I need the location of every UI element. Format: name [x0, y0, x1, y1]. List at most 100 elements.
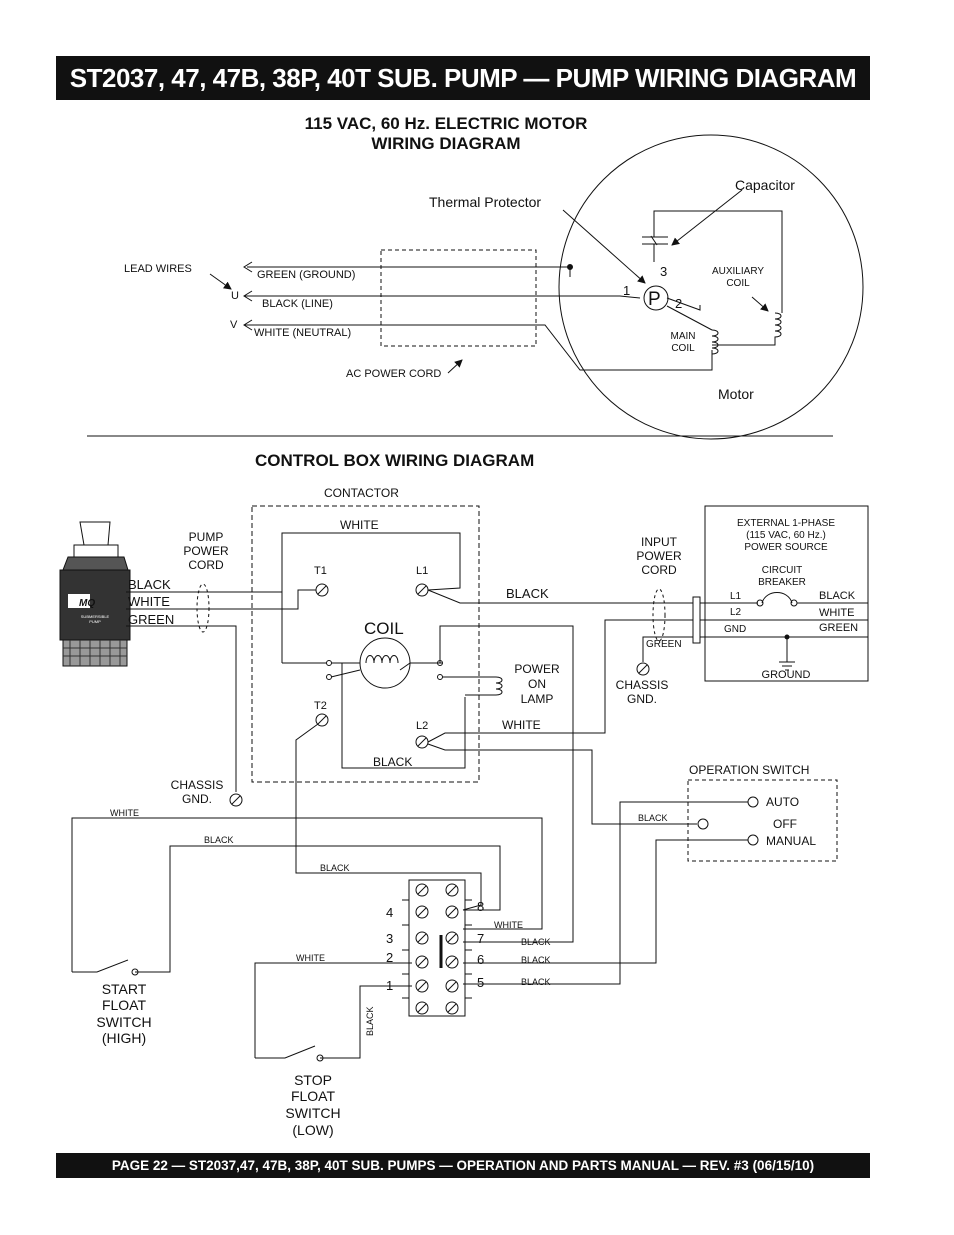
capacitor-icon: [642, 210, 783, 313]
external-power-source-box: [704, 505, 869, 682]
pump-cord-label-1: PUMP: [189, 530, 224, 544]
ac-power-cord-box: [380, 249, 537, 347]
terminal-t1: [315, 583, 329, 597]
src-green-label: GREEN: [819, 622, 858, 634]
motor-diagram-title: 115 VAC, 60 Hz. ELECTRIC MOTOR WIRING DI…: [246, 114, 646, 154]
aux-coil-label-2: COIL: [726, 278, 750, 289]
operation-switch-box: [687, 779, 838, 862]
black-wire-start: [135, 845, 501, 973]
input-green-label: GREEN: [646, 639, 682, 650]
src-l1-label: L1: [730, 591, 742, 602]
black-wire-stop: [320, 985, 412, 1059]
auxiliary-coil-icon: [712, 312, 782, 346]
pump-cord-label-2: POWER: [183, 544, 229, 558]
page-title: ST2037, 47, 47B, 38P, 40T SUB. PUMP — PU…: [56, 56, 870, 100]
capacitor-label: Capacitor: [735, 177, 795, 193]
circuit-breaker-label-1: CIRCUIT: [762, 565, 803, 576]
black-wire-t2: [295, 723, 482, 911]
terminal-block-screws: [402, 883, 472, 1015]
src-ground-label: GROUND: [762, 669, 811, 681]
pump-green-label: GREEN: [128, 612, 174, 627]
pump-icon: [59, 521, 131, 667]
black-left-label: BLACK: [204, 835, 234, 845]
motor-title-line2: WIRING DIAGRAM: [371, 134, 521, 153]
black-line-wire: [244, 295, 641, 299]
operation-switch-label: OPERATION SWITCH: [689, 763, 809, 777]
control-box-diagram: [59, 505, 869, 1062]
thermal-protector-label: Thermal Protector: [429, 194, 541, 210]
pump-white-label: WHITE: [128, 594, 170, 609]
main-coil-icon: [711, 329, 719, 355]
ac-power-cord-label: AC POWER CORD: [346, 368, 441, 380]
start-float-label-1: START: [102, 981, 147, 997]
start-float-label-3: SWITCH: [96, 1014, 151, 1030]
black-bottom-label: BLACK: [373, 755, 412, 769]
white-left-label: WHITE: [110, 808, 139, 818]
lamp-label-3: LAMP: [521, 692, 554, 706]
protector-terminal-2: 2: [675, 296, 682, 311]
white-2-label: WHITE: [296, 953, 325, 963]
protector-terminal-3: 3: [660, 264, 667, 279]
tb-black-7-label: BLACK: [521, 937, 551, 947]
tb-3-label: 3: [386, 931, 393, 946]
t2-label: T2: [314, 700, 327, 712]
src-l2-label: L2: [730, 607, 742, 618]
ext-source-label-2: (115 VAC, 60 Hz.): [746, 530, 826, 541]
tb-white-8-label: WHITE: [494, 920, 523, 930]
l1-label: L1: [416, 565, 428, 577]
tb-1-label: 1: [386, 978, 393, 993]
circuit-breaker-icon: [761, 592, 793, 604]
control-box-title: CONTROL BOX WIRING DIAGRAM: [255, 451, 535, 470]
aux-coil-label-1: AUXILIARY: [712, 266, 764, 277]
chassis-gnd-right-label-2: GND.: [627, 692, 657, 706]
circuit-breaker-label-2: BREAKER: [758, 577, 806, 588]
lamp-label-2: ON: [528, 677, 546, 691]
off-label: OFF: [773, 817, 797, 831]
terminal-l2: [415, 735, 429, 749]
coil-label: COIL: [364, 619, 404, 638]
white-wire-stop: [254, 962, 412, 1058]
src-gnd-label: GND: [724, 624, 746, 635]
tb-black-6-label: BLACK: [521, 955, 551, 965]
op-black-label: BLACK: [638, 813, 668, 823]
start-float-label-2: FLOAT: [102, 997, 147, 1013]
chassis-gnd-left-label-1: CHASSIS: [171, 778, 224, 792]
control-box-labels: CONTACTOR WHITE T1 L1 T2 L2 COIL POWER O…: [79, 486, 858, 1138]
input-black-label: BLACK: [506, 586, 549, 601]
tb-5-label: 5: [477, 975, 484, 990]
ext-source-label-3: POWER SOURCE: [744, 542, 828, 553]
pump-logo: MQ: [79, 598, 95, 609]
motor-label: Motor: [718, 386, 754, 402]
white-neutral-wire: [244, 324, 713, 371]
pump-label-2: PUMP: [89, 619, 101, 624]
white-neutral-label: WHITE (NEUTRAL): [254, 327, 351, 339]
u-label: U: [231, 290, 239, 302]
src-white-label: WHITE: [819, 607, 854, 619]
start-float-label-4: (HIGH): [102, 1030, 146, 1046]
black-vert-label: BLACK: [365, 1006, 375, 1036]
motor-labels: Thermal Protector Capacitor LEAD WIRES G…: [124, 177, 795, 402]
tb-2-label: 2: [386, 950, 393, 965]
tb-8-label: 8: [477, 899, 484, 914]
terminal-t2: [315, 713, 329, 727]
pump-cord-label-3: CORD: [188, 558, 224, 572]
pump-label-1: SUBMERSIBLE: [81, 614, 110, 619]
tb-black-5-label: BLACK: [521, 977, 551, 987]
lead-wires-label: LEAD WIRES: [124, 263, 192, 275]
pump-green-wire: [126, 625, 237, 792]
input-cord-label-2: POWER: [636, 549, 682, 563]
tb-7-label: 7: [477, 931, 484, 946]
black-t2-label: BLACK: [320, 863, 350, 873]
motor-title-line1: 115 VAC, 60 Hz. ELECTRIC MOTOR: [304, 114, 588, 133]
lamp-label-1: POWER: [514, 662, 560, 676]
ext-source-label-1: EXTERNAL 1-PHASE: [737, 518, 835, 529]
chassis-gnd-left-label-2: GND.: [182, 792, 212, 806]
tb-6-label: 6: [477, 952, 484, 967]
main-coil-label-2: COIL: [671, 343, 695, 354]
black-line-label: BLACK (LINE): [262, 298, 333, 310]
protector-terminal-1: 1: [623, 283, 630, 298]
auto-label: AUTO: [766, 795, 799, 809]
manual-label: MANUAL: [766, 834, 816, 848]
page-footer: PAGE 22 — ST2037,47, 47B, 38P, 40T SUB. …: [56, 1153, 870, 1178]
chassis-gnd-right-icon: [636, 662, 650, 676]
